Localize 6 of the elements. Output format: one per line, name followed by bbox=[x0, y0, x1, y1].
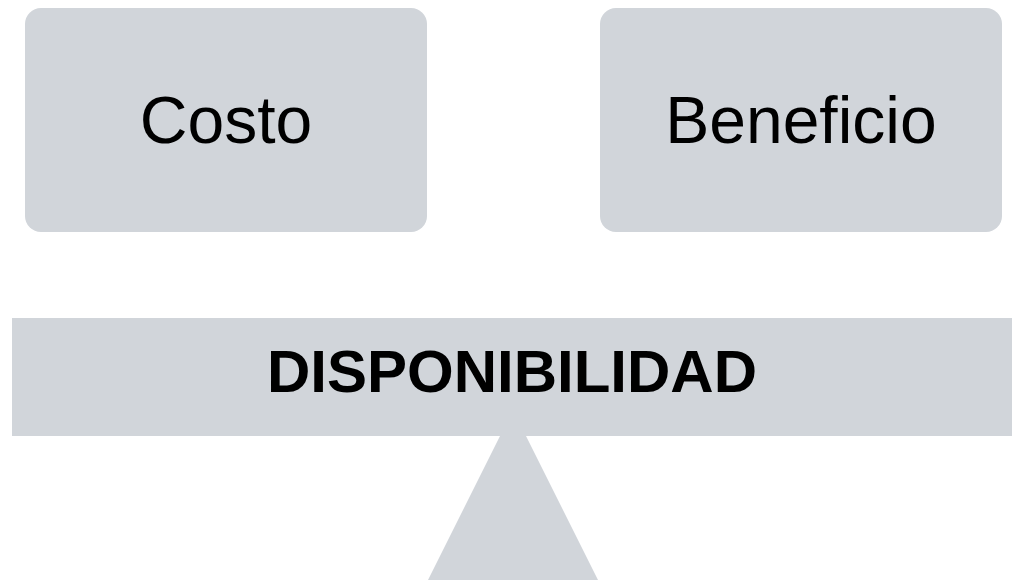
cost-box bbox=[25, 8, 427, 232]
box-label: Beneficio bbox=[665, 82, 937, 158]
benefit-box bbox=[600, 8, 1002, 232]
fulcrum-triangle bbox=[428, 436, 598, 580]
beam-label: DISPONIBILIDAD bbox=[267, 336, 757, 406]
box-label: Costo bbox=[139, 82, 313, 158]
